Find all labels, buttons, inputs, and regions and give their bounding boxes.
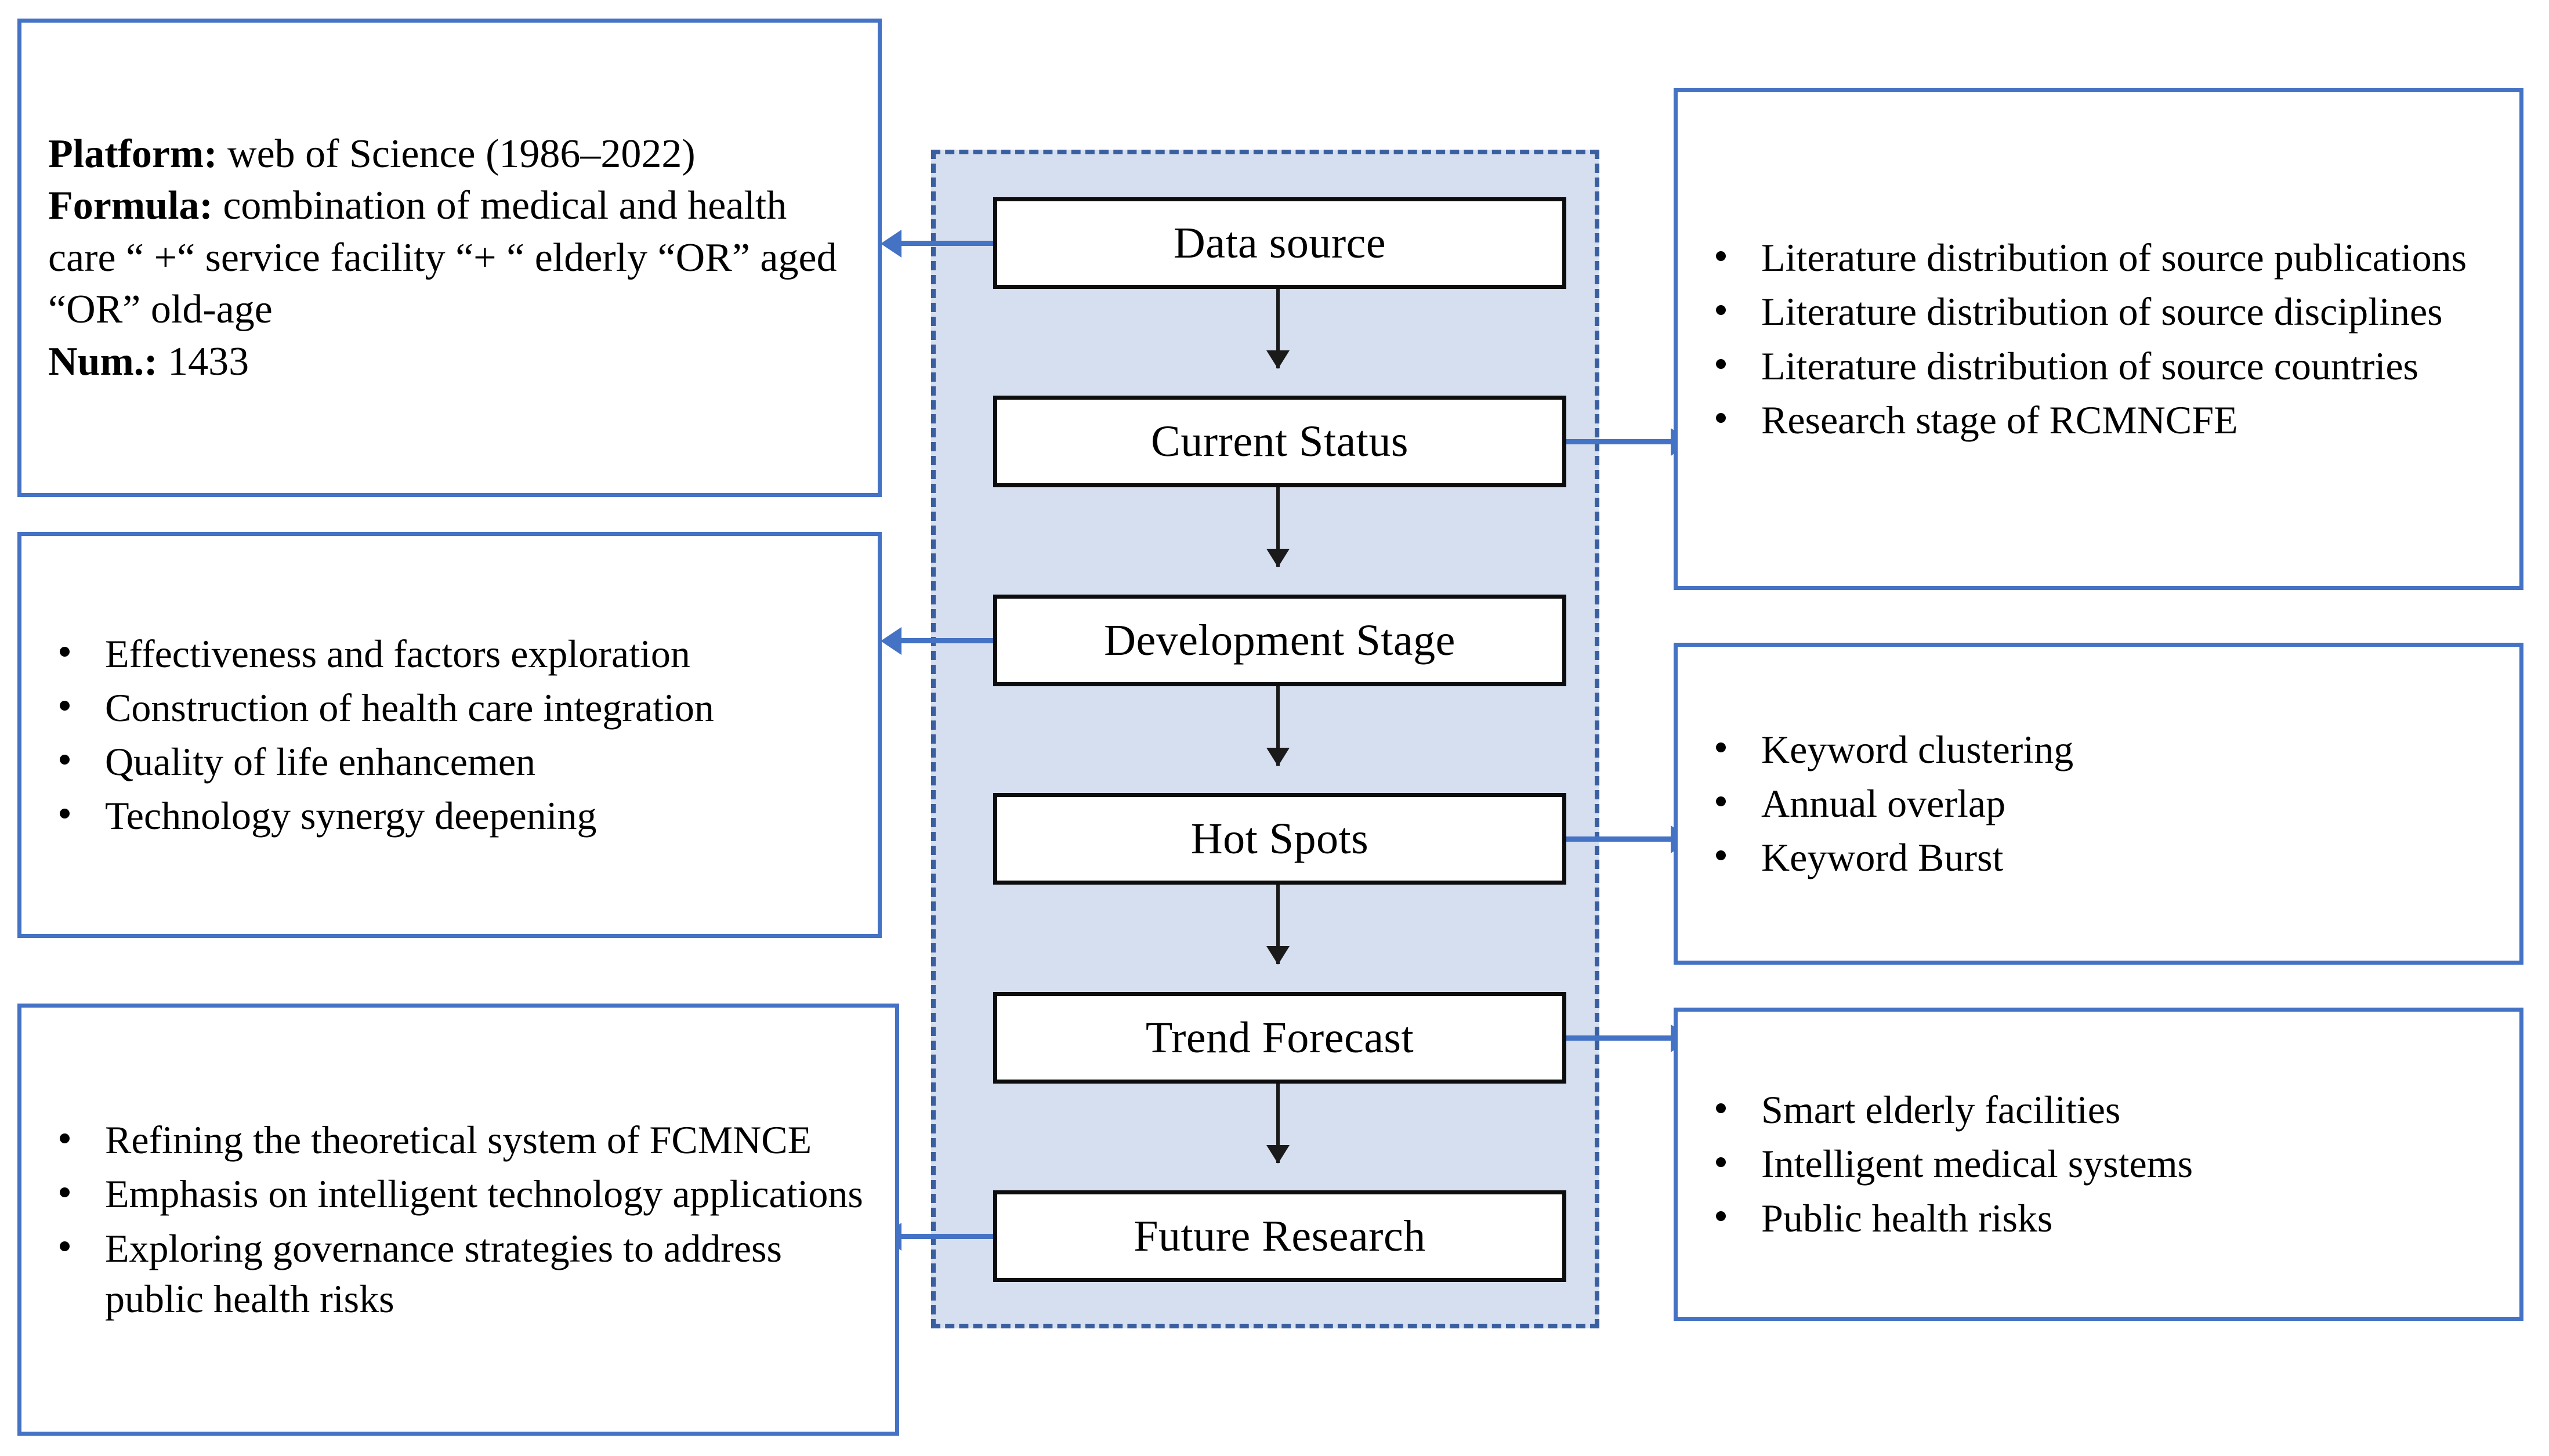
list-item: Keyword Burst bbox=[1708, 832, 2500, 883]
bullet-dot-icon bbox=[1716, 358, 1726, 369]
bullet-dot-icon bbox=[1716, 1103, 1726, 1113]
connector-hot-spots-to-right-panel bbox=[1566, 825, 1692, 853]
bullet-dot-icon bbox=[1716, 1211, 1726, 1221]
list-item: Research stage of RCMNCFE bbox=[1708, 395, 2500, 446]
panel-hot-spots-details[interactable]: Keyword clustering Annual overlap Keywor… bbox=[1674, 643, 2523, 965]
current-status-bullet-list: Literature distribution of source public… bbox=[1678, 233, 2519, 445]
list-item-label: Smart elderly facilities bbox=[1761, 1088, 2121, 1132]
list-item-label: Quality of life enhancemen bbox=[105, 740, 536, 784]
flow-node-hot-spots[interactable]: Hot Spots bbox=[993, 793, 1566, 885]
bullet-dot-icon bbox=[60, 701, 70, 711]
flow-node-future-research[interactable]: Future Research bbox=[993, 1190, 1566, 1282]
bullet-dot-icon bbox=[60, 755, 70, 765]
list-item: Smart elderly facilities bbox=[1708, 1085, 2500, 1135]
num-label: Num.: bbox=[48, 339, 158, 384]
bullet-dot-icon bbox=[1716, 251, 1726, 261]
list-item: Annual overlap bbox=[1708, 778, 2500, 829]
num-value: 1433 bbox=[157, 339, 249, 384]
bullet-dot-icon bbox=[60, 809, 70, 819]
list-item: Literature distribution of source countr… bbox=[1708, 341, 2500, 392]
formula-line: Formula: combination of medical and heal… bbox=[48, 180, 855, 336]
list-item: Literature distribution of source discip… bbox=[1708, 287, 2500, 337]
bullet-dot-icon bbox=[1716, 743, 1726, 753]
arrow-head-down-icon bbox=[1266, 748, 1290, 766]
platform-line: Platform: web of Science (1986–2022) bbox=[48, 128, 855, 180]
arrow-head-left-icon bbox=[881, 230, 901, 258]
arrow-head-down-icon bbox=[1266, 549, 1290, 567]
list-item-label: Literature distribution of source discip… bbox=[1761, 289, 2443, 334]
hot-spots-bullet-list: Keyword clustering Annual overlap Keywor… bbox=[1678, 725, 2519, 883]
list-item-label: Technology synergy deepening bbox=[105, 794, 597, 838]
connector-current-status-to-right-panel bbox=[1566, 428, 1692, 456]
list-item-label: Keyword Burst bbox=[1761, 835, 2004, 880]
list-item-label: Intelligent medical systems bbox=[1761, 1142, 2193, 1186]
flow-node-development-stage[interactable]: Development Stage bbox=[993, 595, 1566, 686]
list-item: Keyword clustering bbox=[1708, 725, 2500, 775]
arrow-head-down-icon bbox=[1266, 1145, 1290, 1164]
list-item: Literature distribution of source public… bbox=[1708, 233, 2500, 283]
bullet-dot-icon bbox=[60, 1133, 70, 1143]
list-item-label: Emphasis on intelligent technology appli… bbox=[105, 1172, 863, 1216]
flow-node-trend-forecast[interactable]: Trend Forecast bbox=[993, 992, 1566, 1084]
connector-development-stage-to-hot-spots bbox=[1266, 686, 1290, 766]
panel-data-source-details[interactable]: Platform: web of Science (1986–2022) For… bbox=[17, 19, 882, 497]
bullet-dot-icon bbox=[60, 647, 70, 657]
bullet-dot-icon bbox=[1716, 1157, 1726, 1167]
flow-node-current-status[interactable]: Current Status bbox=[993, 396, 1566, 487]
list-item: Effectiveness and factors exploration bbox=[52, 629, 858, 679]
list-item-label: Literature distribution of source public… bbox=[1761, 236, 2467, 280]
list-item: Intelligent medical systems bbox=[1708, 1139, 2500, 1189]
list-item: Quality of life enhancemen bbox=[52, 737, 858, 787]
list-item-label: Keyword clustering bbox=[1761, 727, 2074, 772]
panel-future-research-details[interactable]: Refining the theoretical system of FCMNC… bbox=[17, 1004, 899, 1436]
future-research-bullet-list: Refining the theoretical system of FCMNC… bbox=[21, 1115, 895, 1324]
bullet-dot-icon bbox=[1716, 850, 1726, 861]
arrow-head-down-icon bbox=[1266, 350, 1290, 369]
platform-value: web of Science (1986–2022) bbox=[217, 131, 696, 176]
bullet-dot-icon bbox=[60, 1187, 70, 1197]
bullet-dot-icon bbox=[1716, 796, 1726, 807]
connector-data-source-to-current-status bbox=[1266, 289, 1290, 369]
panel-development-stage-details[interactable]: Effectiveness and factors exploration Co… bbox=[17, 532, 882, 938]
connector-trend-forecast-to-future-research bbox=[1266, 1084, 1290, 1164]
connector-trend-forecast-to-right-panel bbox=[1566, 1024, 1692, 1052]
connector-hot-spots-to-trend-forecast bbox=[1266, 885, 1290, 965]
connector-data-source-to-left-panel bbox=[881, 230, 993, 258]
bullet-dot-icon bbox=[60, 1241, 70, 1251]
list-item-label: Literature distribution of source countr… bbox=[1761, 343, 2418, 388]
connector-development-stage-to-left-panel bbox=[881, 627, 993, 655]
list-item: Refining the theoretical system of FCMNC… bbox=[52, 1115, 875, 1165]
list-item-label: Public health risks bbox=[1761, 1196, 2053, 1240]
connector-future-research-to-left-panel bbox=[881, 1223, 993, 1251]
formula-label: Formula: bbox=[48, 183, 213, 229]
formula-value: combination of medical and health care “… bbox=[48, 183, 837, 332]
trend-forecast-bullet-list: Smart elderly facilities Intelligent med… bbox=[1678, 1085, 2519, 1243]
data-source-details-text: Platform: web of Science (1986–2022) For… bbox=[21, 23, 878, 493]
list-item: Construction of health care integration bbox=[52, 683, 858, 733]
list-item-label: Effectiveness and factors exploration bbox=[105, 631, 690, 676]
list-item-label: Annual overlap bbox=[1761, 781, 2006, 825]
panel-trend-forecast-details[interactable]: Smart elderly facilities Intelligent med… bbox=[1674, 1008, 2523, 1321]
bullet-dot-icon bbox=[1716, 412, 1726, 423]
panel-current-status-details[interactable]: Literature distribution of source public… bbox=[1674, 88, 2523, 590]
list-item: Public health risks bbox=[1708, 1193, 2500, 1244]
arrow-head-left-icon bbox=[881, 627, 901, 655]
development-stage-bullet-list: Effectiveness and factors exploration Co… bbox=[21, 629, 878, 841]
list-item: Exploring governance strategies to addre… bbox=[52, 1223, 875, 1324]
connector-current-status-to-development-stage bbox=[1266, 487, 1290, 567]
flow-node-data-source[interactable]: Data source bbox=[993, 197, 1566, 289]
bullet-dot-icon bbox=[1716, 305, 1726, 315]
list-item: Emphasis on intelligent technology appli… bbox=[52, 1169, 875, 1219]
list-item-label: Research stage of RCMNCFE bbox=[1761, 397, 2238, 442]
num-line: Num.: 1433 bbox=[48, 336, 855, 388]
arrow-head-down-icon bbox=[1266, 946, 1290, 965]
list-item-label: Construction of health care integration bbox=[105, 685, 714, 730]
list-item-label: Refining the theoretical system of FCMNC… bbox=[105, 1118, 812, 1162]
research-framework-container bbox=[931, 150, 1599, 1328]
list-item: Technology synergy deepening bbox=[52, 791, 858, 841]
list-item-label: Exploring governance strategies to addre… bbox=[105, 1226, 782, 1321]
platform-label: Platform: bbox=[48, 131, 218, 176]
